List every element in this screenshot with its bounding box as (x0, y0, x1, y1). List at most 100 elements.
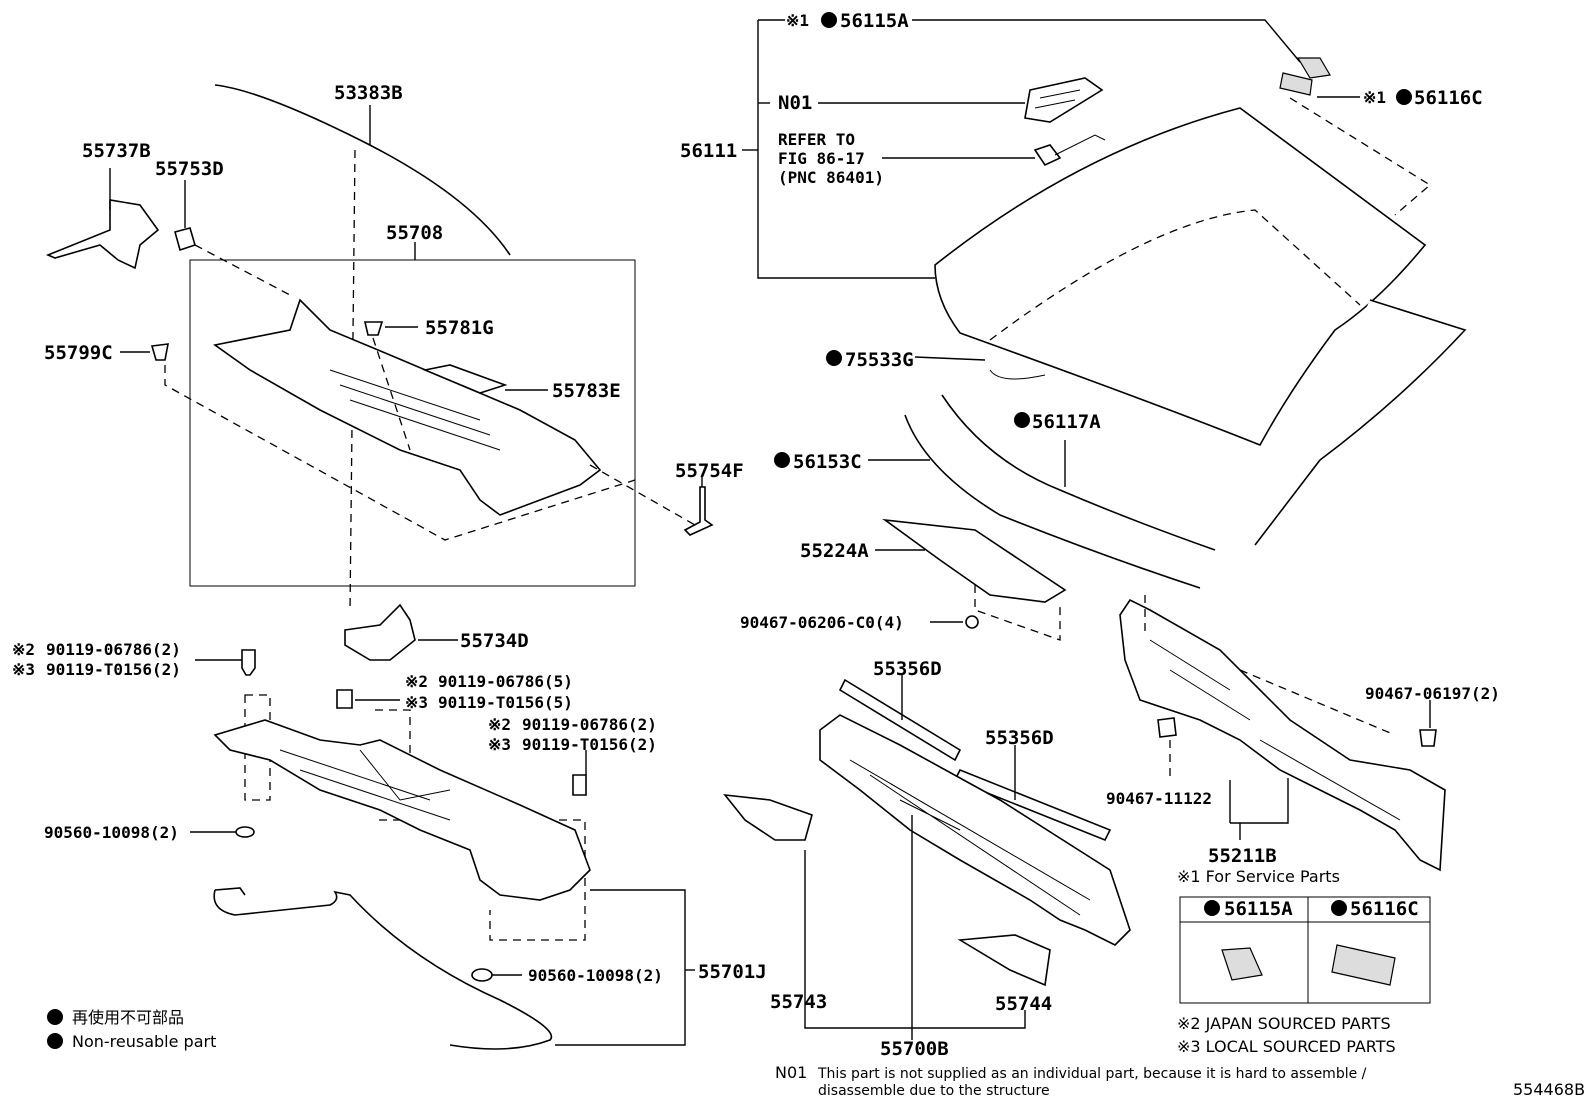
japan-sourced-note: ※2 JAPAN SOURCED PARTS (1177, 1014, 1391, 1033)
legend-texts: ※1 For Service Parts 56115A 56116C ※2 JA… (72, 867, 1585, 1099)
cowl-top-group (45, 84, 714, 661)
label-90467-11122: 90467-11122 (1106, 789, 1212, 808)
windshield-group (742, 19, 1467, 641)
mark-3b: ※3 (405, 693, 428, 712)
cover-55744 (957, 934, 1051, 987)
label-55356D-b: 55356D (985, 727, 1054, 749)
label-55754F: 55754F (675, 460, 744, 482)
bolt-90119-b-icon (336, 689, 353, 709)
label-56115A: 56115A (840, 10, 909, 32)
refer-line-2: FIG 86-17 (778, 149, 865, 168)
label-56117A: 56117A (1032, 411, 1101, 433)
assembly-box-55708 (189, 259, 636, 587)
label-56153C: 56153C (793, 451, 862, 473)
bracket-55737B (45, 199, 160, 270)
label-75533G: 75533G (845, 349, 914, 371)
seal-55356D-a (838, 678, 962, 762)
clip-90467-11122-icon (1157, 717, 1177, 738)
weatherstrip-56153C (904, 414, 1201, 589)
part-labels: ※1 56115A ※1 56116C N01 56111 REFER TO F… (12, 10, 1500, 1060)
n01-note-line2: disassemble due to the structure (818, 1083, 1050, 1099)
label-90119-06786-b: 90119-06786(5) (438, 672, 573, 691)
clip-90467-06197-icon (1419, 729, 1437, 747)
figure-id: 554468B (1513, 1080, 1585, 1099)
clip-90467-06206-icon (965, 615, 979, 629)
mark-2a: ※2 (12, 640, 35, 659)
washer-90560-a-icon (235, 826, 255, 838)
mirror-bracket-icon (1033, 144, 1062, 167)
molding-56117A (941, 394, 1216, 551)
label-55744: 55744 (995, 993, 1052, 1015)
clip-55753D-icon (174, 227, 196, 252)
refer-line-3: (PNC 86401) (778, 168, 884, 187)
label-90119-T0156-a: 90119-T0156(2) (46, 660, 181, 679)
legend-56116C-icon (1331, 944, 1396, 986)
bracket-55734D (344, 603, 416, 661)
mark-3a: ※3 (12, 660, 35, 679)
label-56116C: 56116C (1414, 87, 1483, 109)
label-55700B: 55700B (880, 1038, 949, 1060)
mark-2c: ※2 (488, 715, 511, 734)
label-90467-06197: 90467-06197(2) (1365, 684, 1500, 703)
cover-55783E (422, 364, 508, 394)
nonreuse-bullets (47, 12, 1412, 1049)
n01-note-line1: This part is not supplied as an individu… (817, 1066, 1367, 1082)
label-55781G: 55781G (425, 317, 494, 339)
refer-line-1: REFER TO (778, 130, 855, 149)
label-90467-06206: 90467-06206-C0(4) (740, 613, 904, 632)
nonreuse-en: Non-reusable part (72, 1032, 216, 1051)
legend-col-56116C: 56116C (1350, 898, 1419, 920)
label-90119-T0156-b: 90119-T0156(5) (438, 693, 573, 712)
n01-code: N01 (775, 1063, 807, 1082)
bolt-90119-a-icon (241, 649, 256, 676)
label-56111: 56111 (680, 140, 737, 162)
mark-2b: ※2 (405, 672, 428, 691)
legend-col-56115A: 56115A (1224, 898, 1293, 920)
part-56115A-icon (1296, 57, 1331, 79)
label-55737B: 55737B (82, 140, 151, 162)
clip-55781G-icon (363, 321, 384, 336)
nonreuse-jp: 再使用不可部品 (72, 1008, 184, 1027)
cowl-lower-group (190, 649, 695, 1050)
part-56116C-icon (1279, 72, 1313, 96)
cover-55743 (723, 793, 813, 841)
label-N01: N01 (778, 92, 812, 114)
label-55708: 55708 (386, 222, 443, 244)
label-53383B: 53383B (334, 82, 403, 104)
label-55734D: 55734D (460, 630, 529, 652)
local-sourced-note: ※3 LOCAL SOURCED PARTS (1177, 1037, 1396, 1056)
label-55701J: 55701J (698, 961, 767, 983)
mark-3c: ※3 (488, 735, 511, 754)
label-90119-T0156-c: 90119-T0156(2) (522, 735, 657, 754)
label-55356D-a: 55356D (873, 658, 942, 680)
label-55224A: 55224A (800, 540, 869, 562)
weatherstrip-53383B (214, 84, 511, 256)
bracket-55211B (1119, 598, 1446, 872)
label-90119-06786-a: 90119-06786(2) (46, 640, 181, 659)
washer-90560-b-icon (471, 968, 493, 982)
panel-55224A (882, 518, 1067, 603)
label-55783E: 55783E (552, 380, 621, 402)
part-N01-icon (1024, 77, 1104, 123)
mark-1a: ※1 (786, 11, 809, 30)
clip-55799C-icon (150, 343, 169, 361)
bracket-55754F (683, 486, 714, 536)
label-55743: 55743 (770, 991, 827, 1013)
label-55211B: 55211B (1208, 845, 1277, 867)
service-note: ※1 For Service Parts (1177, 867, 1340, 886)
bolt-90119-c-icon (572, 774, 587, 796)
label-55753D: 55753D (155, 158, 224, 180)
windshield-glass (934, 107, 1427, 447)
seal-55701J (213, 887, 553, 1050)
bracket-right-group (1119, 595, 1446, 872)
cowl-55700B (819, 714, 1131, 946)
cowl-center-group (723, 675, 1131, 1040)
service-parts-legend (1179, 896, 1431, 1004)
label-55799C: 55799C (44, 342, 113, 364)
label-90560-10098-a: 90560-10098(2) (44, 823, 179, 842)
legend-56115A-icon (1221, 947, 1263, 981)
cowl-panel-55701J (213, 719, 591, 901)
label-90560-10098-b: 90560-10098(2) (528, 966, 663, 985)
mark-1b: ※1 (1363, 88, 1386, 107)
